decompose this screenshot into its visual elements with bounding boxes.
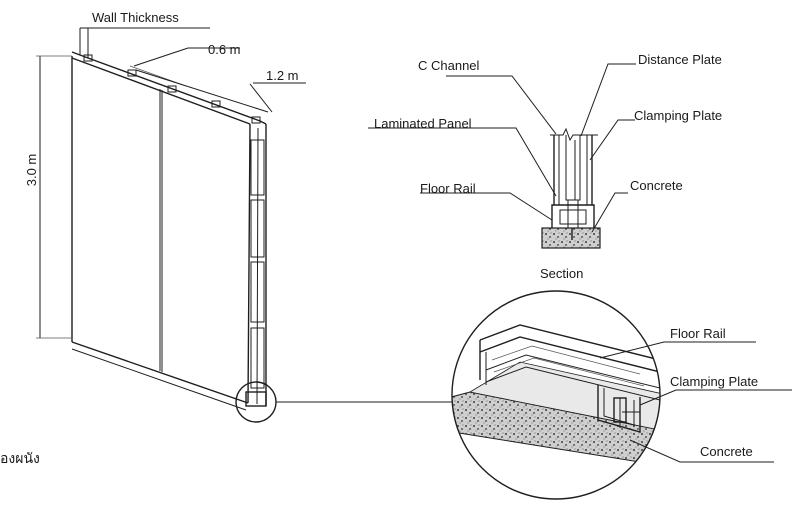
wall-thickness-label: Wall Thickness: [92, 10, 179, 25]
wall-height-label: 3.0 m: [24, 154, 39, 187]
c-channel-label: C Channel: [418, 58, 480, 73]
section-caption: Section: [540, 266, 583, 281]
clamping-plate-label: Clamping Plate: [634, 108, 722, 123]
floor-rail-label: Floor Rail: [420, 181, 476, 196]
magnified-detail: Floor Rail Clamping Plate Concrete: [451, 290, 792, 500]
section-drawing: C Channel Distance Plate Laminated Panel…: [368, 52, 722, 281]
panel-width-label: 0.6 m: [208, 42, 241, 57]
detail-clamping-plate-label: Clamping Plate: [670, 374, 758, 389]
isometric-wall: Wall Thickness 0.6 m 1.2 m 3.0 m: [24, 10, 452, 423]
distance-plate-label: Distance Plate: [638, 52, 722, 67]
partial-caption: องผนัง: [0, 450, 40, 466]
detail-concrete-label: Concrete: [700, 444, 753, 459]
laminated-panel-label: Laminated Panel: [374, 116, 472, 131]
total-width-label: 1.2 m: [266, 68, 299, 83]
detail-floor-rail-label: Floor Rail: [670, 326, 726, 341]
concrete-label: Concrete: [630, 178, 683, 193]
